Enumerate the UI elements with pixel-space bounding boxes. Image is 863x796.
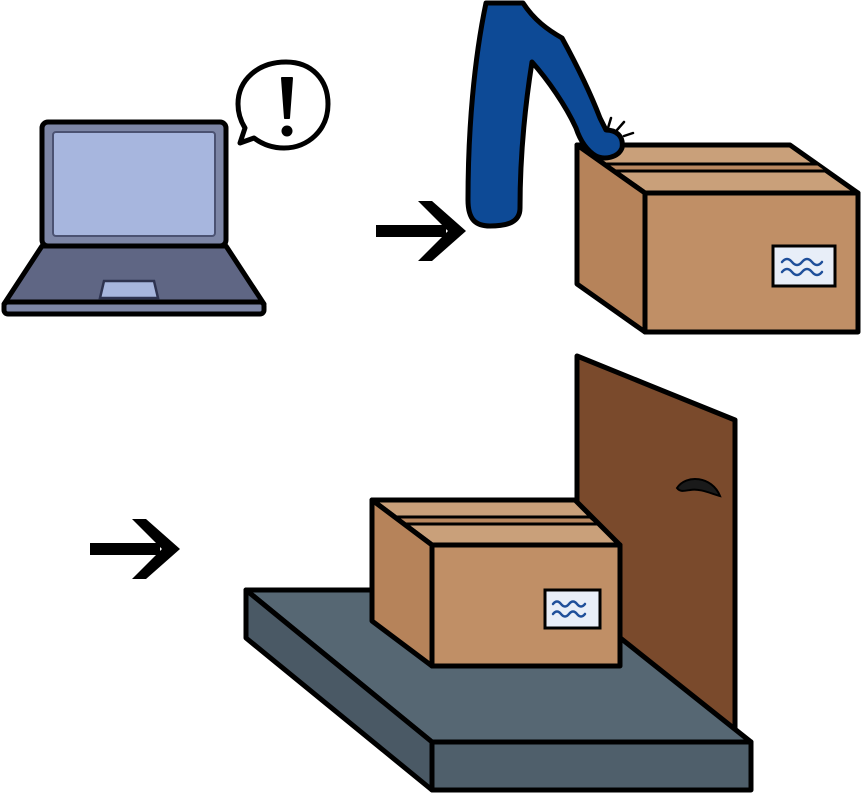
box-front-face xyxy=(429,542,623,669)
doormat-front xyxy=(429,739,754,793)
exclamation-dot xyxy=(281,125,293,137)
laptop-front-edge xyxy=(1,299,267,317)
laptop-screen xyxy=(52,131,216,237)
right-arrow-icon xyxy=(376,201,466,261)
package-box-delivered xyxy=(369,497,623,669)
right-arrow-icon xyxy=(90,519,180,579)
hand-arm-icon xyxy=(465,0,635,229)
bubble-shape xyxy=(235,59,331,151)
door-handle-icon xyxy=(675,477,722,498)
package-box-top xyxy=(574,142,861,335)
exclamation-bar xyxy=(281,77,293,119)
laptop-icon xyxy=(1,119,267,317)
box-tape xyxy=(602,162,830,173)
shipping-label-icon xyxy=(771,244,837,288)
box-front-face xyxy=(642,190,861,335)
box-tape xyxy=(386,515,600,526)
laptop-trackpad xyxy=(98,279,160,300)
notification-bubble-icon xyxy=(235,59,331,151)
sleeve xyxy=(465,0,625,229)
shipping-label-icon xyxy=(543,588,602,630)
